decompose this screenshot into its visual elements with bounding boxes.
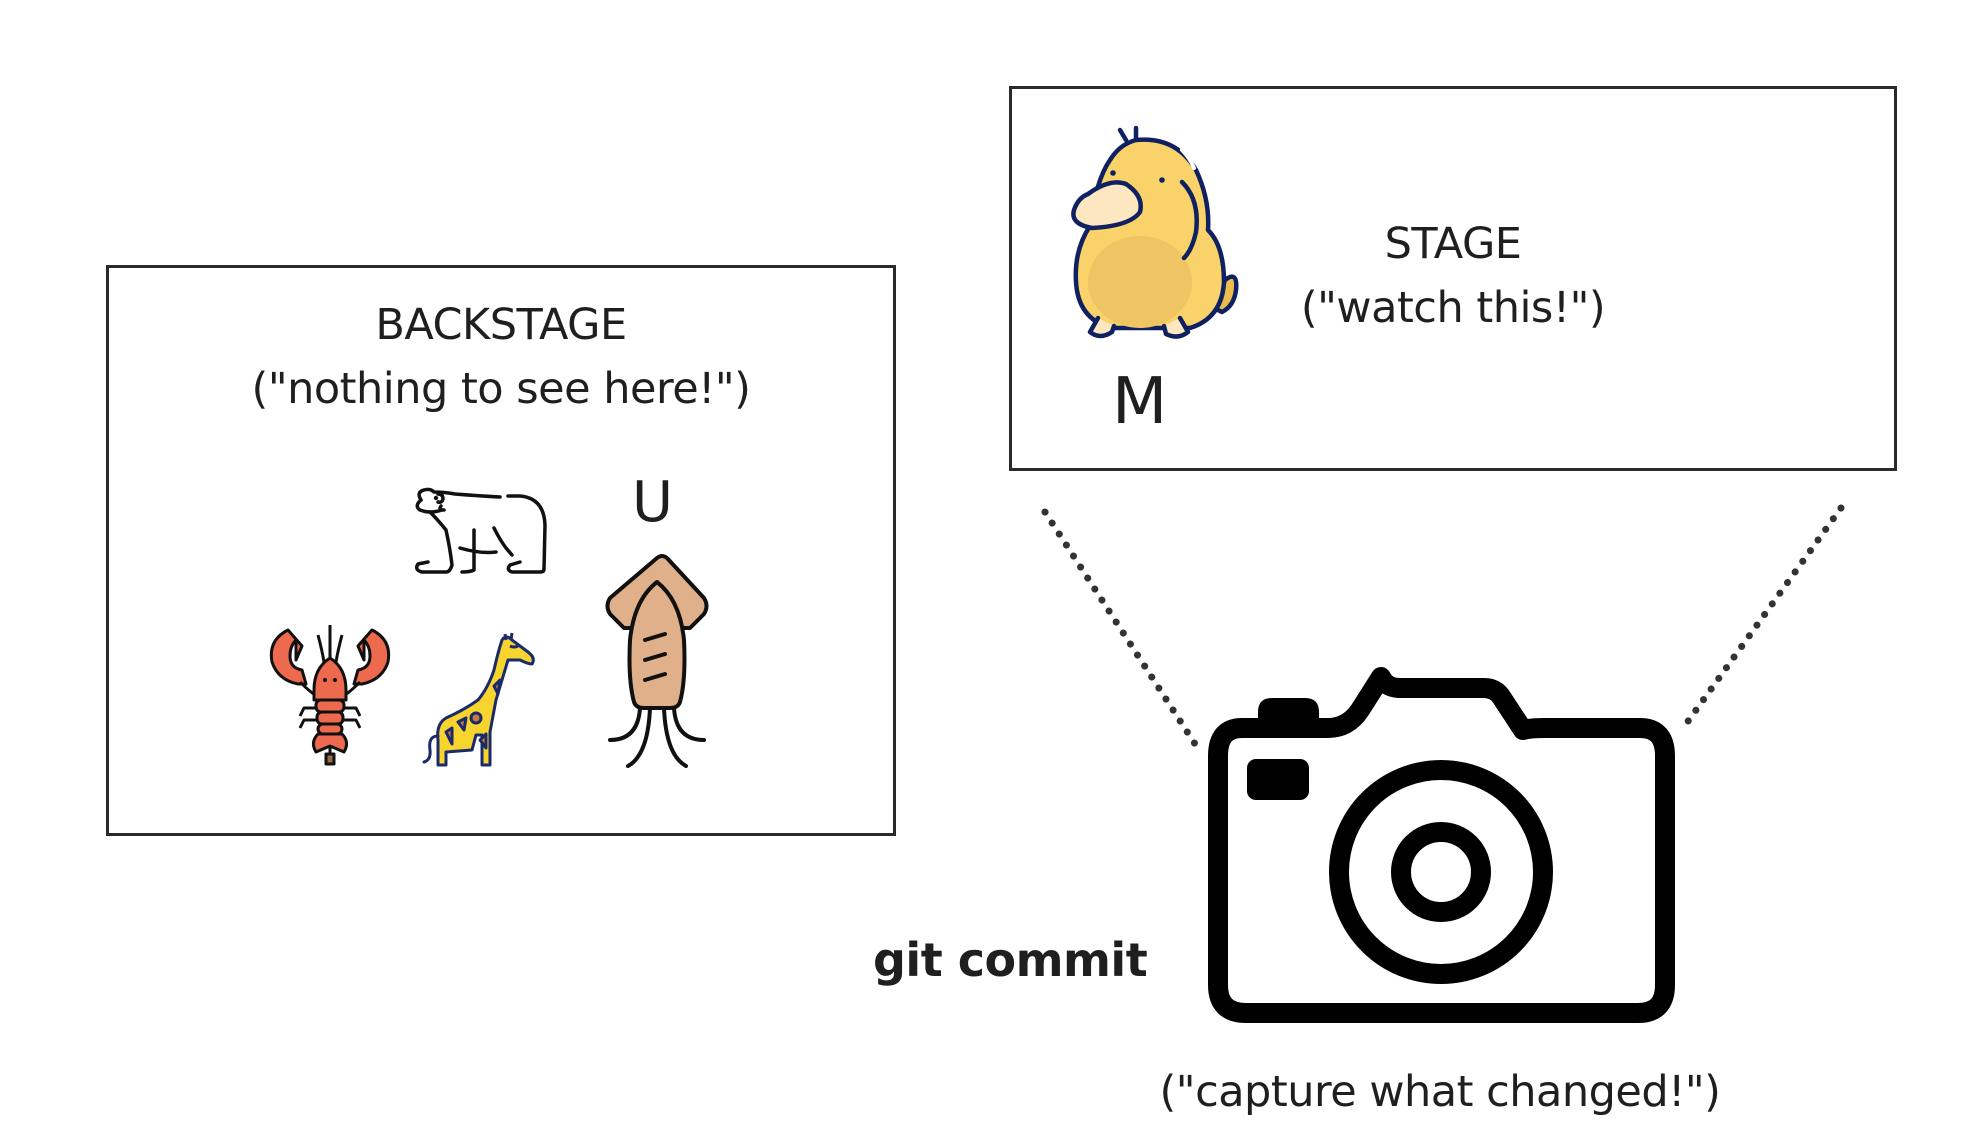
backstage-subtitle: ("nothing to see here!") [251,364,751,414]
right-dotted-connector [1682,504,1845,728]
backstage-heading: BACKSTAGE [375,300,627,350]
git-commit-label: git commit [873,933,1148,987]
modified-status-label: M [1112,365,1168,439]
duck-icon [1071,125,1239,339]
camera-lens-inner [1391,822,1491,922]
camera-body [1208,667,1675,1023]
stage-heading: STAGE [1384,219,1522,269]
camera-shutter-button [1258,698,1319,720]
left-dotted-connector [1041,508,1201,751]
stage-subtitle: ("watch this!") [1300,283,1606,333]
camera-lens-outer [1329,760,1553,984]
stage-title: STAGE ("watch this!") [1253,212,1653,340]
backstage-title: BACKSTAGE ("nothing to see here!") [106,293,896,421]
polar-bear-icon [414,487,547,574]
lobster-icon [269,625,391,766]
camera-caption: ("capture what changed!") [1159,1067,1721,1117]
backstage-area [106,265,896,836]
untracked-status-label: U [632,470,673,535]
giraffe-icon [422,632,535,767]
camera-flash [1247,759,1309,800]
camera-icon [1208,667,1675,1023]
squid-icon [605,554,709,768]
